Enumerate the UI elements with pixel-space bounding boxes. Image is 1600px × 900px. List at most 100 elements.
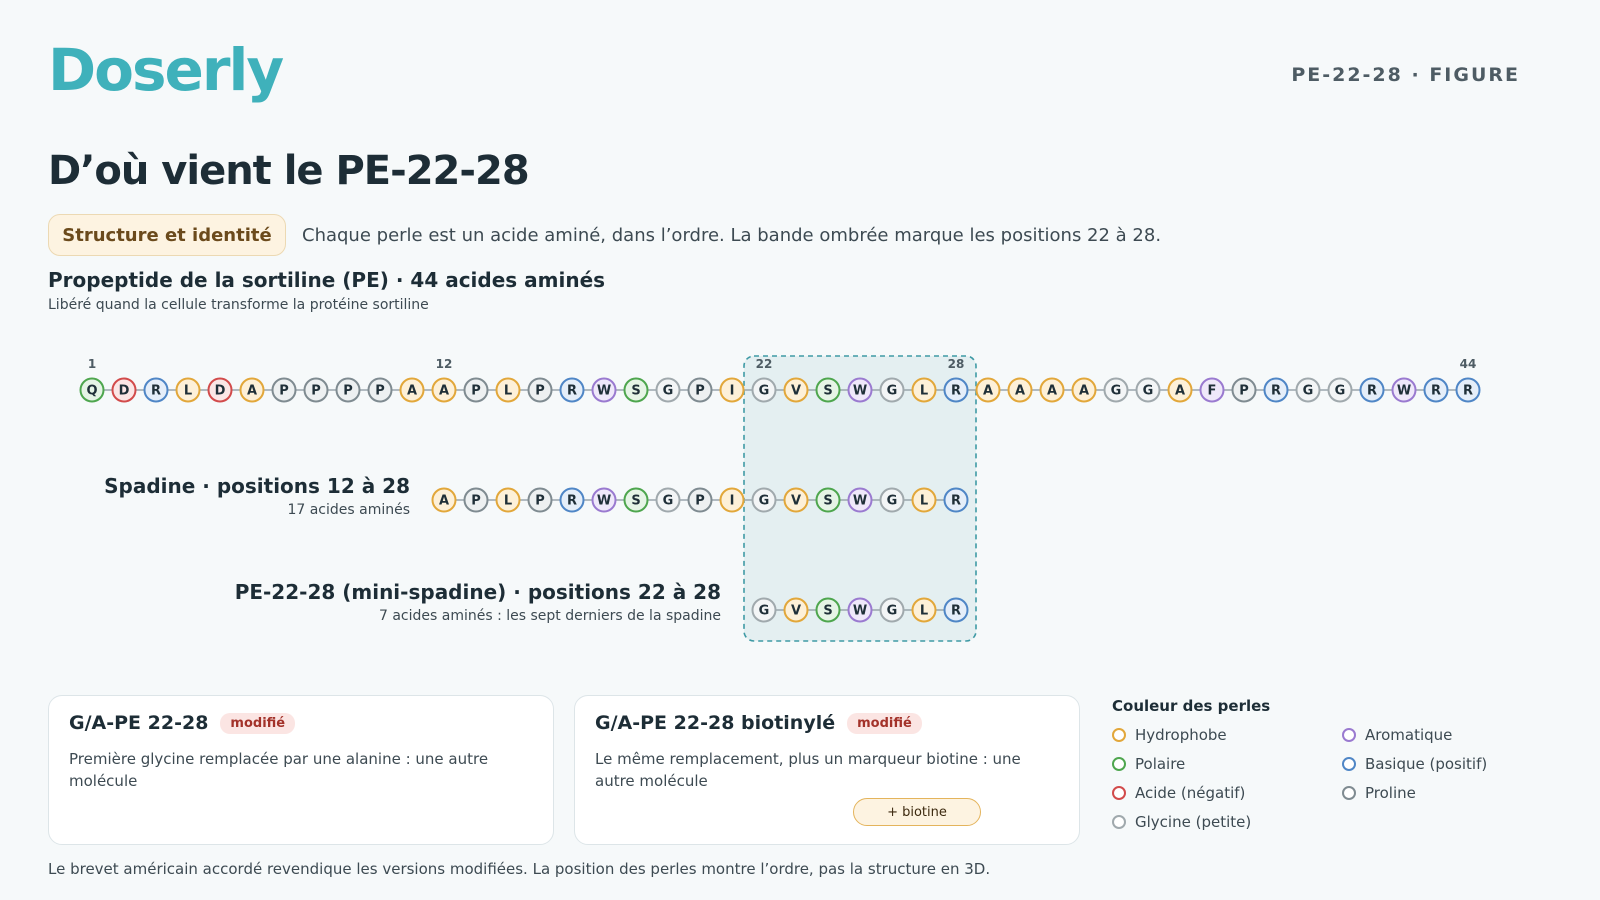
residue-letter: G — [1303, 384, 1314, 399]
legend-item-basique: Basique (positif) — [1342, 755, 1487, 773]
residue-bead-r — [559, 487, 585, 513]
mini-label: PE-22-28 (mini-spadine) · positions 22 à… — [235, 580, 721, 624]
residue-bead-g — [655, 377, 681, 403]
biotin-tag: + biotine — [853, 798, 981, 826]
page-title: D’où vient le PE-22-28 — [48, 148, 530, 194]
residue-letter: A — [983, 384, 993, 399]
residue-bead-g — [879, 487, 905, 513]
residue-bead-q — [79, 377, 105, 403]
residue-letter: L — [504, 494, 512, 509]
card-head: G/A-PE 22-28 modifié — [69, 712, 296, 734]
residue-bead-a — [1071, 377, 1097, 403]
residue-bead-r — [559, 377, 585, 403]
residue-bead-g — [879, 597, 905, 623]
spadine-subtitle: 17 acides aminés — [287, 502, 410, 518]
residue-bead-p — [1231, 377, 1257, 403]
residue-letter: A — [1047, 384, 1057, 399]
residue-letter: S — [631, 384, 640, 399]
legend-label: Hydrophobe — [1135, 726, 1227, 744]
residue-bead-a — [431, 377, 457, 403]
residue-bead-p — [527, 377, 553, 403]
residue-letter: A — [407, 384, 417, 399]
residue-letter: R — [951, 384, 961, 399]
residue-bead-g — [655, 487, 681, 513]
residue-letter: R — [567, 384, 577, 399]
residue-letter: Q — [86, 384, 97, 399]
residue-letter: S — [823, 494, 832, 509]
residue-letter: V — [791, 384, 801, 399]
residue-letter: R — [951, 604, 961, 619]
residue-letter: D — [119, 384, 130, 399]
residue-bead-l — [911, 597, 937, 623]
spadine-title: Spadine · positions 12 à 28 — [104, 474, 410, 498]
legend-item-glycine: Glycine (petite) — [1112, 813, 1251, 831]
position-label: 44 — [1460, 357, 1477, 371]
card-description: Le même remplacement, plus un marqueur b… — [595, 750, 1021, 790]
residue-letter: P — [1239, 384, 1249, 399]
residue-letter: W — [597, 494, 611, 509]
residue-bead-r — [1359, 377, 1385, 403]
section-pill: Structure et identité — [48, 214, 286, 256]
card-title: G/A-PE 22-28 biotinylé — [595, 712, 836, 734]
residue-letter: R — [567, 494, 577, 509]
residue-letter: P — [375, 384, 385, 399]
residue-letter: W — [853, 494, 867, 509]
residue-letter: R — [1271, 384, 1281, 399]
residue-bead-g — [751, 377, 777, 403]
legend-item-hydrophobe: Hydrophobe — [1112, 726, 1227, 744]
residue-bead-r — [943, 597, 969, 623]
residue-letter: W — [853, 604, 867, 619]
residue-bead-p — [303, 377, 329, 403]
residue-bead-s — [815, 597, 841, 623]
residue-bead-a — [239, 377, 265, 403]
modified-badge: modifié — [847, 712, 922, 734]
residue-bead-a — [1039, 377, 1065, 403]
residue-letter: S — [631, 494, 640, 509]
legend-label: Aromatique — [1365, 726, 1453, 744]
residue-bead-w — [1391, 377, 1417, 403]
residue-bead-v — [783, 597, 809, 623]
legend-label: Basique (positif) — [1365, 755, 1488, 773]
residue-letter: V — [791, 494, 801, 509]
residue-letter: G — [887, 604, 898, 619]
residue-bead-s — [815, 487, 841, 513]
residue-letter: G — [663, 494, 674, 509]
residue-letter: P — [695, 384, 705, 399]
residue-bead-w — [847, 487, 873, 513]
residue-letter: R — [1431, 384, 1441, 399]
residue-letter: L — [184, 384, 192, 399]
residue-bead-l — [495, 487, 521, 513]
mini-title: PE-22-28 (mini-spadine) · positions 22 à… — [234, 580, 721, 604]
residue-bead-a — [1007, 377, 1033, 403]
residue-letter: R — [1463, 384, 1473, 399]
residue-bead-p — [335, 377, 361, 403]
spadine-label: Spadine · positions 12 à 28 17 acides am… — [104, 474, 410, 518]
legend-label: Glycine (petite) — [1135, 813, 1252, 831]
residue-bead-s — [815, 377, 841, 403]
residue-letter: G — [1111, 384, 1122, 399]
residue-bead-p — [367, 377, 393, 403]
card-description: Première glycine remplacée par une alani… — [69, 750, 489, 790]
residue-letter: P — [471, 494, 481, 509]
residue-bead-p — [271, 377, 297, 403]
residue-bead-p — [463, 377, 489, 403]
residue-letter: S — [823, 604, 832, 619]
legend-item-acide: Acide (négatif) — [1112, 784, 1245, 802]
residue-letter: G — [759, 384, 770, 399]
residue-bead-l — [175, 377, 201, 403]
position-label: 1 — [88, 357, 96, 371]
residue-letter: P — [695, 494, 705, 509]
residue-letter: P — [535, 384, 545, 399]
card-head: G/A-PE 22-28 biotinylé modifié — [595, 712, 922, 734]
residue-letter: F — [1208, 384, 1217, 399]
legend-item-polaire: Polaire — [1112, 755, 1185, 773]
residue-bead-r — [143, 377, 169, 403]
residue-letter: G — [663, 384, 674, 399]
residue-letter: L — [920, 494, 928, 509]
legend-item-aromatique: Aromatique — [1342, 726, 1452, 744]
legend-swatch — [1112, 786, 1126, 800]
residue-bead-p — [687, 487, 713, 513]
position-label: 12 — [436, 357, 453, 371]
residue-letter: G — [887, 384, 898, 399]
residue-bead-r — [1423, 377, 1449, 403]
